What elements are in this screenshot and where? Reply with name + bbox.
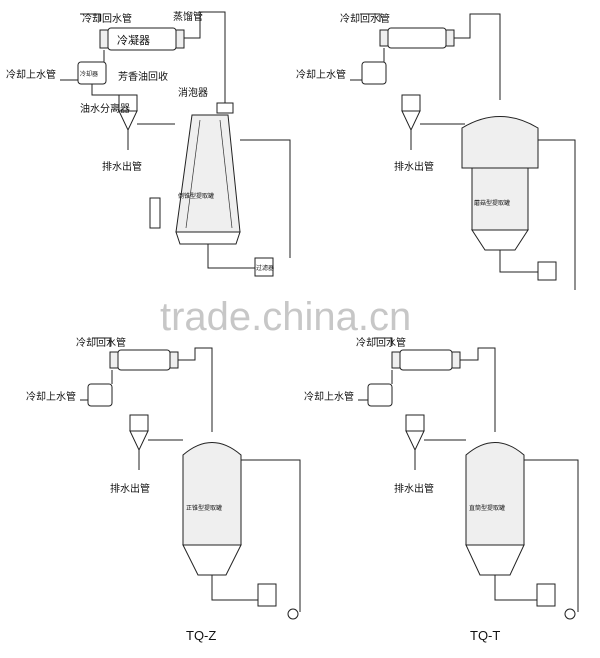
supply-pipe-label: 冷却上水管 bbox=[6, 68, 56, 81]
diagram-caption: TQ-T bbox=[470, 628, 500, 643]
extraction-tank bbox=[465, 442, 525, 546]
defoamer-label: 消泡器 bbox=[178, 86, 208, 99]
diagram-bottom-right: 冷却回水管 冷却上水管 排水出管 直筒型提取罐 TQ-T bbox=[304, 336, 579, 643]
return-pipe-label: 冷却回水管 bbox=[340, 12, 390, 25]
aroma-oil-label: 芳香油回收 bbox=[118, 70, 168, 83]
diagram-bottom-left: 冷却回水管 冷却上水管 排水出管 正锥型提取罐 TQ-Z bbox=[26, 336, 301, 643]
watermark: trade.china.cn bbox=[160, 295, 411, 339]
diagram-caption: TQ-Z bbox=[186, 628, 216, 643]
extraction-tank bbox=[461, 116, 539, 169]
condenser bbox=[399, 349, 453, 371]
return-pipe-label: 冷却回水管 bbox=[76, 336, 126, 349]
cooler-label: 冷却器 bbox=[80, 70, 98, 78]
drain-pipe-label: 排水出管 bbox=[394, 482, 434, 495]
diagram-top-right: 冷却回水管 冷却上水管 排水出管 蘑菇型提取罐 bbox=[296, 12, 576, 290]
receiver bbox=[254, 257, 274, 277]
return-pipe-label: 冷却回水管 bbox=[82, 12, 132, 25]
drain-pipe-label: 排水出管 bbox=[102, 160, 142, 173]
tank-label: 正锥型提取罐 bbox=[186, 504, 222, 512]
condenser bbox=[117, 349, 171, 371]
supply-pipe-label: 冷却上水管 bbox=[296, 68, 346, 81]
tank-label: 蘑菇型提取罐 bbox=[474, 199, 510, 207]
receiver-label: 过滤器 bbox=[256, 264, 274, 272]
extraction-tank bbox=[182, 442, 242, 546]
supply-pipe-label: 冷却上水管 bbox=[304, 390, 354, 403]
tank-label: 直筒型提取罐 bbox=[469, 504, 505, 512]
drain-pipe-label: 排水出管 bbox=[110, 482, 150, 495]
separator-label: 油水分离器 bbox=[80, 102, 130, 115]
return-pipe-label: 冷却回水管 bbox=[356, 336, 406, 349]
diagram-top-left: 冷凝器 冷却回水管 蒸馏管 冷却器 冷却上水管 芳香油回收 油水分离器 排水出管… bbox=[6, 10, 291, 277]
supply-pipe-label: 冷却上水管 bbox=[26, 390, 76, 403]
tank-label: 倒锥型提取罐 bbox=[178, 192, 214, 200]
condenser bbox=[387, 27, 447, 49]
vapor-pipe-label: 蒸馏管 bbox=[173, 10, 203, 23]
condenser-label: 冷凝器 bbox=[117, 33, 150, 47]
drain-pipe-label: 排水出管 bbox=[394, 160, 434, 173]
